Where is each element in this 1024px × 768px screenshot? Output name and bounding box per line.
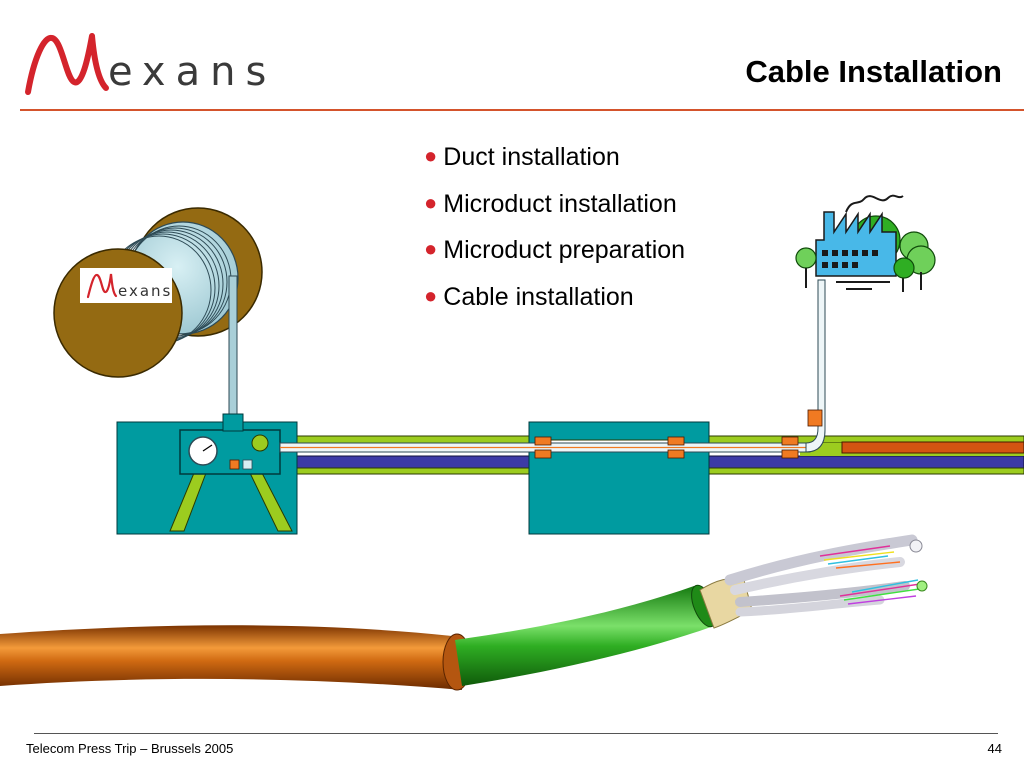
slide-title: Cable Installation: [745, 54, 1002, 89]
bullet-list: ●Duct installation ●Microduct installati…: [424, 140, 685, 326]
factory-icon: [795, 194, 936, 292]
gauge-needle: [202, 444, 213, 452]
duct-connectors: [534, 409, 823, 459]
reel-logo-plate: [80, 268, 172, 303]
blue-duct-right: [681, 455, 1024, 469]
cable-inlet: [222, 413, 244, 432]
tube-end: [916, 580, 928, 592]
tree-icon: [795, 247, 817, 269]
connector: [781, 449, 799, 459]
page-number: 44: [987, 741, 1002, 756]
bullet-item: ●Duct installation: [424, 140, 685, 187]
start-button-icon: [242, 459, 253, 470]
bullet-item: ●Microduct preparation: [424, 233, 685, 280]
connector: [534, 436, 552, 446]
tree-icon: [893, 257, 915, 279]
cable-cutaway-illustration: [0, 534, 928, 691]
buffer-tubes: [724, 534, 918, 617]
bullet-text: Microduct installation: [443, 189, 677, 218]
connector: [807, 409, 823, 427]
microduct-riser: [805, 279, 826, 453]
installation-machine: [116, 413, 298, 535]
bullet-dot-icon: ●: [424, 282, 438, 308]
bullet-text: Duct installation: [443, 143, 620, 171]
bullet-dot-icon: ●: [424, 189, 438, 215]
bullet-text: Microduct preparation: [443, 236, 686, 264]
green-duct-bottom-right: [681, 467, 1024, 475]
bullet-item: ●Cable installation: [424, 280, 685, 327]
indicator-light-icon: [251, 434, 269, 452]
nexans-logo: [25, 33, 109, 95]
factory-building: [815, 211, 897, 277]
reel-logo-mark-icon: [86, 273, 118, 299]
footer-caption: Telecom Press Trip – Brussels 2005: [26, 741, 234, 756]
green-inner-jacket: [455, 586, 714, 686]
connector: [781, 436, 799, 446]
bullet-dot-icon: ●: [424, 143, 438, 168]
reel-logo-text: exans: [118, 282, 172, 300]
bullet-dot-icon: ●: [424, 236, 438, 261]
logo-wordmark: exans: [108, 49, 277, 95]
bullet-item: ●Microduct installation: [424, 187, 685, 234]
title-divider: [20, 109, 1024, 111]
connector: [667, 436, 685, 446]
bullet-text: Cable installation: [443, 282, 634, 311]
cable-reel: exans: [53, 207, 263, 417]
footer-divider: [34, 733, 998, 734]
stop-button-icon: [229, 459, 240, 470]
factory-windows: [822, 250, 878, 268]
optical-fibers: [819, 545, 927, 605]
green-duct-bottom-left: [288, 467, 538, 475]
connector: [534, 449, 552, 459]
orange-outer-sheath: [0, 625, 462, 690]
installed-cable: [841, 441, 1024, 454]
connector: [667, 449, 685, 459]
cable-feed-line: [228, 275, 238, 417]
blue-duct-left: [288, 455, 538, 469]
smoke-icon: [845, 194, 904, 213]
tube-end: [909, 539, 923, 553]
